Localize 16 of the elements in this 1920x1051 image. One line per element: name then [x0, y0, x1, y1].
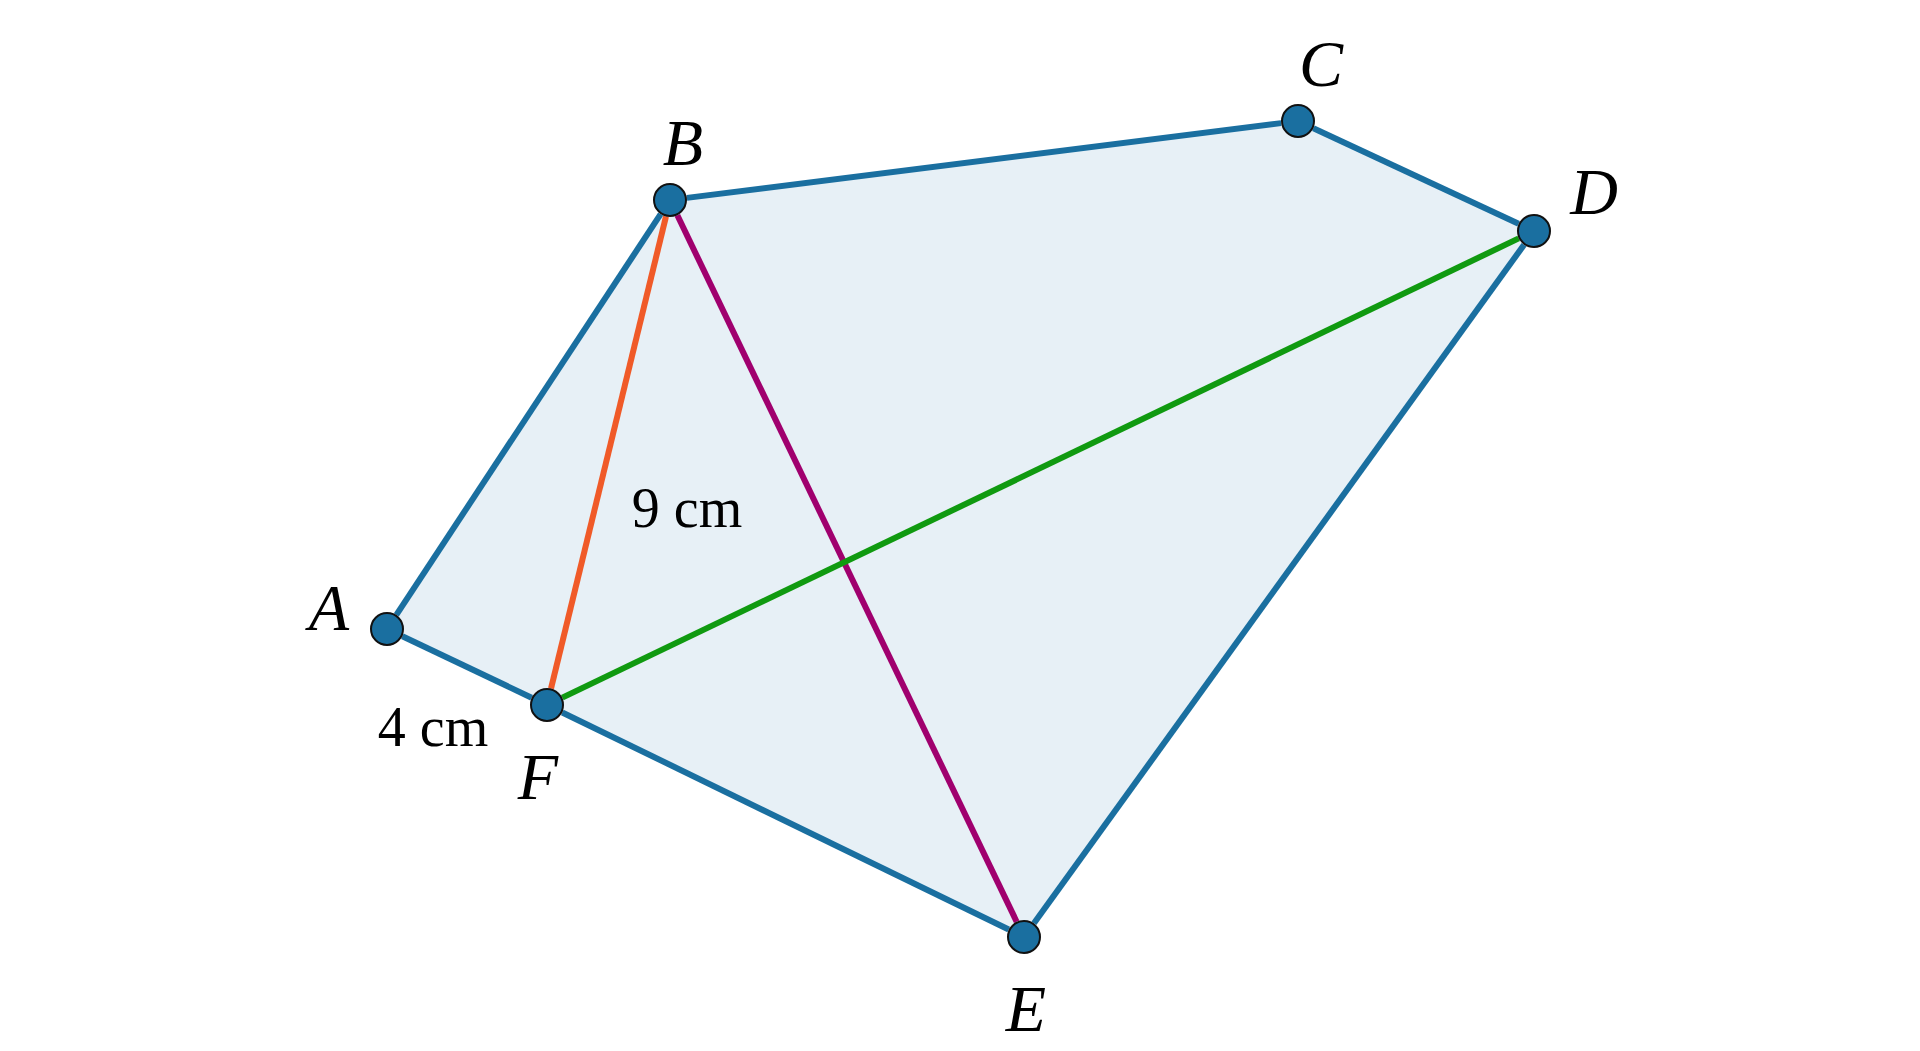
line-segment — [401, 633, 533, 701]
line-segment — [1031, 243, 1527, 925]
line-segment — [561, 709, 1010, 933]
length-label: 9 cm — [631, 480, 743, 536]
line-segment — [674, 214, 1020, 923]
length-label: 4 cm — [377, 699, 489, 755]
line-segment — [548, 215, 669, 690]
vertex-label: F — [517, 744, 559, 810]
vertex-label: C — [1299, 31, 1343, 97]
vertex-label: D — [1570, 159, 1618, 225]
line-segment — [561, 235, 1520, 701]
line-segment — [393, 212, 664, 617]
line-segment — [1312, 125, 1520, 227]
vertex-label: B — [662, 110, 704, 176]
line-segment — [686, 120, 1282, 201]
vertex-label: E — [1005, 976, 1047, 1042]
